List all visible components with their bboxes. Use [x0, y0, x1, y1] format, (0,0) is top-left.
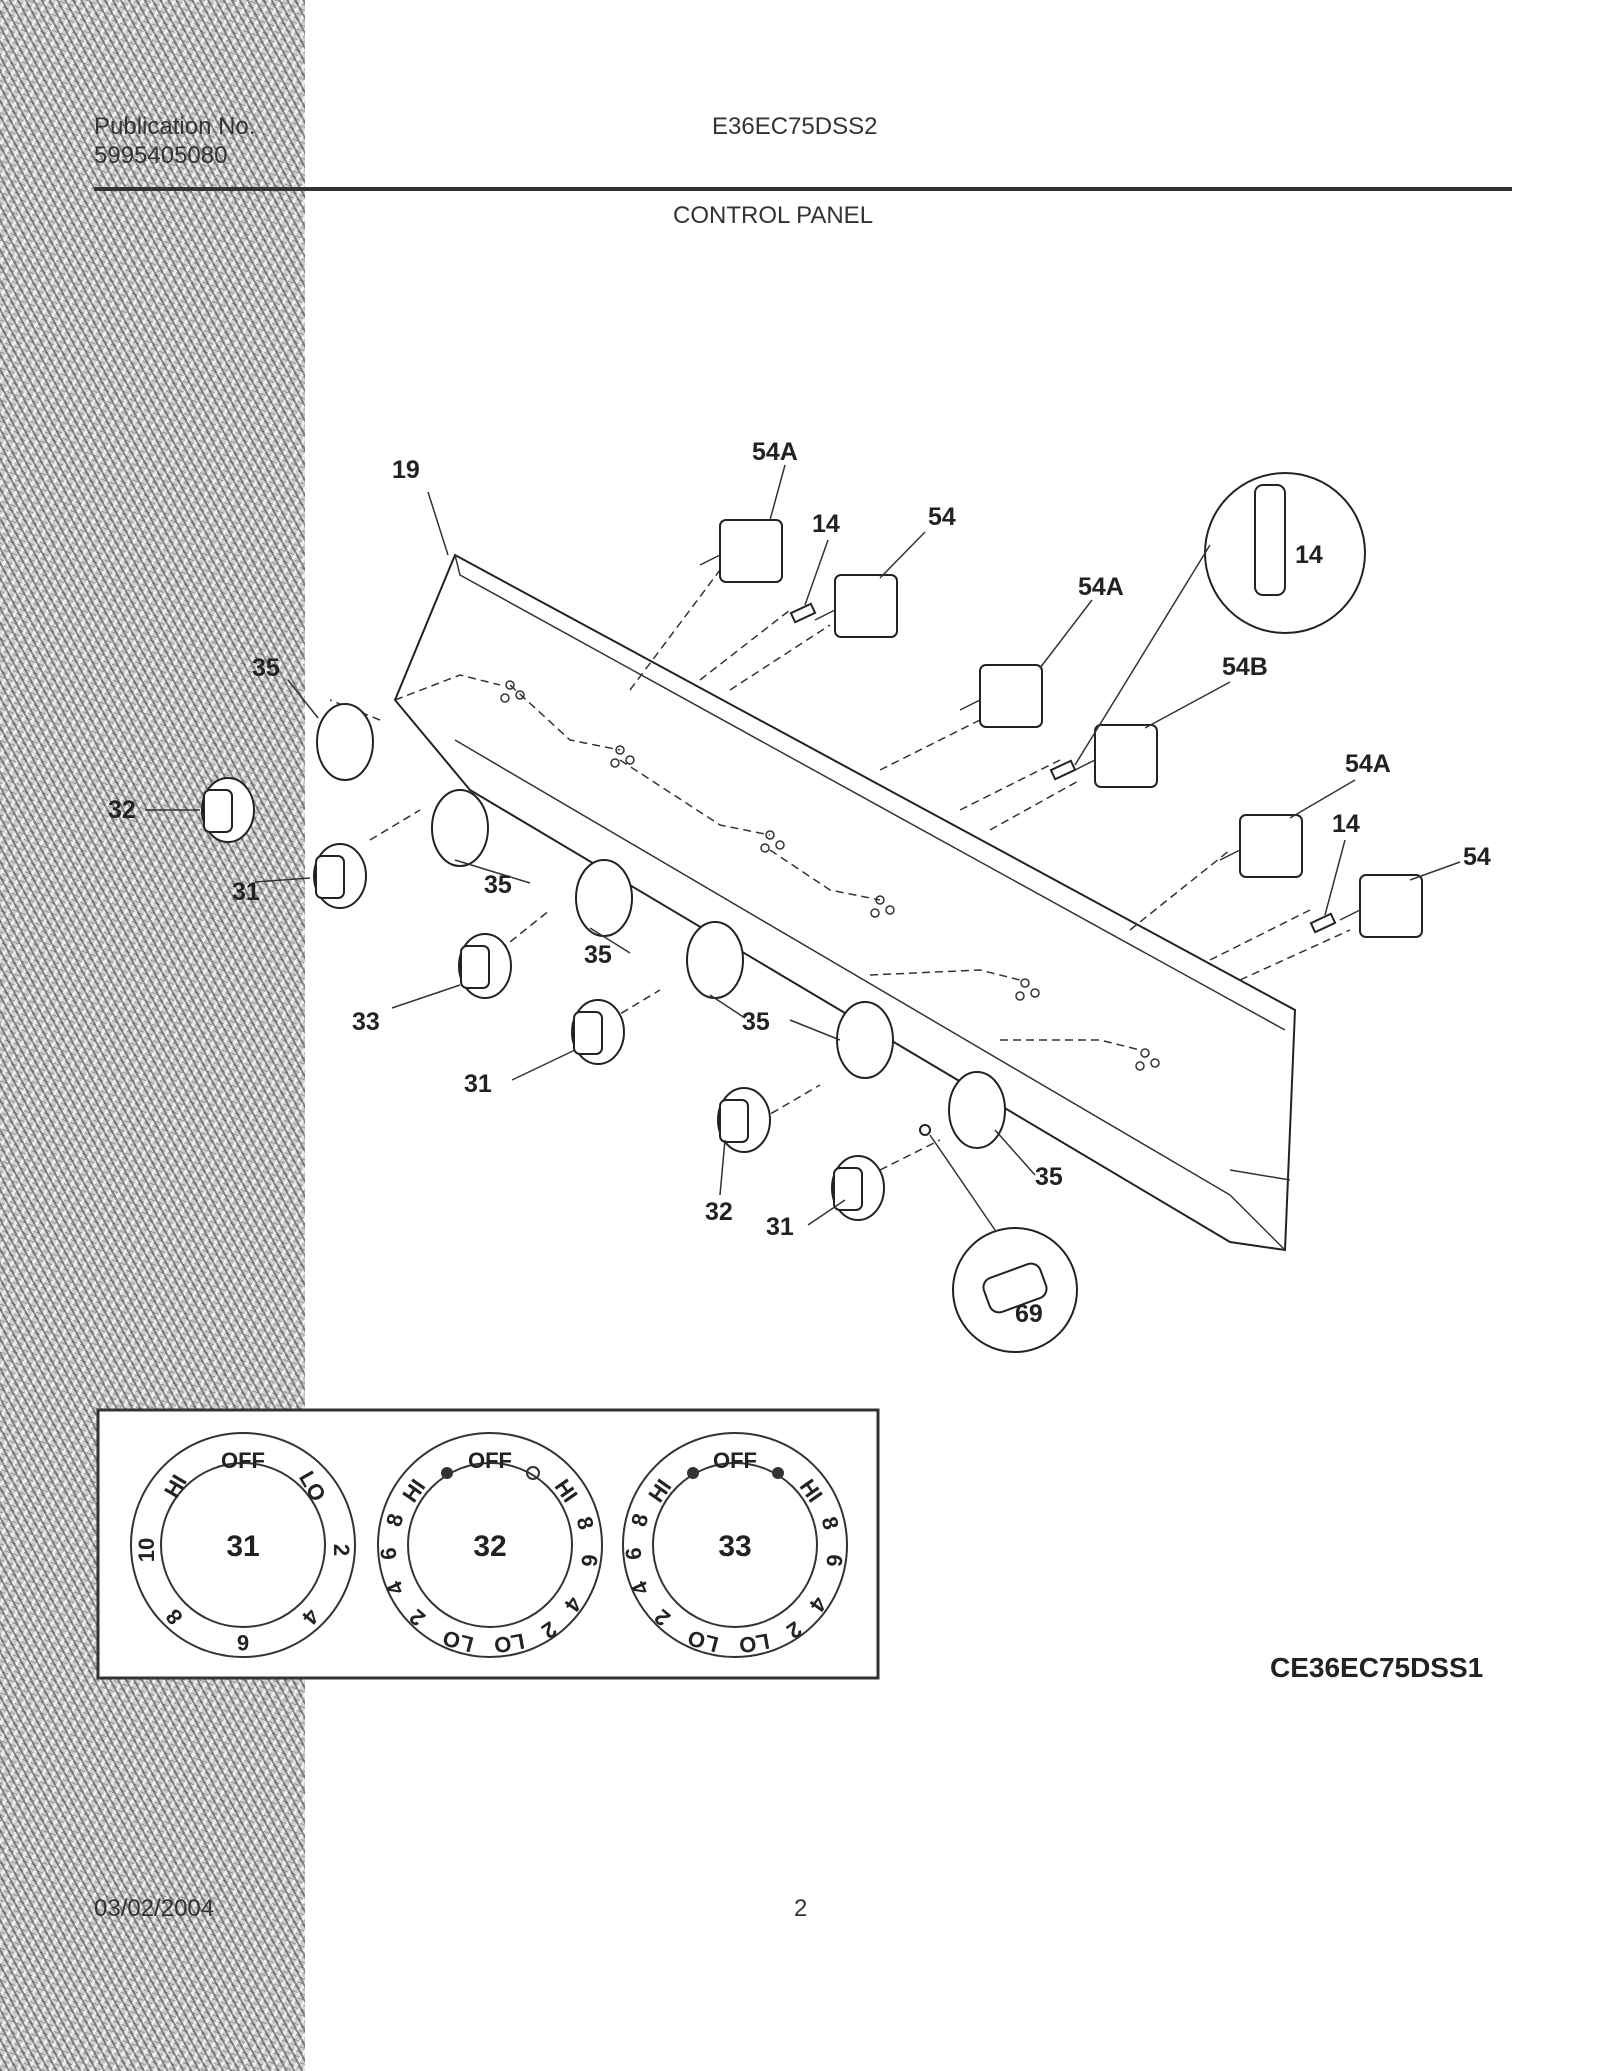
dial-31-mark: 2: [329, 1544, 354, 1556]
element-on-icon: [687, 1467, 699, 1479]
dial-32-mark: OFF: [468, 1448, 512, 1473]
publication-label: Publication No.: [94, 113, 256, 140]
switch-54a-top: [699, 519, 783, 583]
callout-19: 19: [392, 456, 420, 484]
callout-31-a: 31: [232, 878, 260, 906]
callout-35-e: 35: [1035, 1163, 1063, 1191]
bezels: [316, 703, 1006, 1149]
section-title: CONTROL PANEL: [673, 202, 874, 229]
callout-54a-lower: 54A: [1345, 750, 1391, 778]
mounting-lines: [329, 569, 1351, 1171]
callout-32-b: 32: [705, 1198, 733, 1226]
header-rule: [94, 187, 1512, 191]
dial-31: 31 HI OFF LO 2 4 6 8 10: [130, 1432, 356, 1658]
switch-54-lower: [1339, 874, 1423, 938]
screw-holes: [500, 680, 1160, 1071]
callout-31-b: 31: [464, 1070, 492, 1098]
callout-54a-top: 54A: [752, 438, 798, 466]
switch-54b: [1074, 724, 1158, 788]
callout-54a-middle: 54A: [1078, 573, 1124, 601]
callout-32-a: 32: [108, 796, 136, 824]
callout-54-top: 54: [928, 503, 956, 531]
callout-14-top: 14: [812, 510, 840, 538]
element-on-icon: [441, 1467, 453, 1479]
dial-33-mark: 6: [621, 1546, 647, 1560]
dial-detail-inset: 31 HI OFF LO 2 4 6 8 10 32 HI OFF HI 8 6…: [96, 1408, 880, 1680]
publication-number: 5995405080: [94, 142, 228, 169]
indicator-light-detail: [1074, 472, 1366, 766]
element-off-icon: [526, 1466, 540, 1480]
dial-31-mark: 10: [134, 1538, 159, 1562]
callout-35-c: 35: [584, 941, 612, 969]
dial-33: 33 HI OFF HI 8 6 4 2 LO LO 2 4 6 8: [621, 1432, 848, 1658]
dial-33-mark: 6: [821, 1553, 847, 1567]
diagram-code: CE36EC75DSS1: [1270, 1652, 1484, 1683]
leader-lines: [145, 464, 1461, 1226]
dial-32-mark: 6: [376, 1546, 402, 1560]
dial-32: 32 HI OFF HI 8 6 4 2 LO LO 2 4 6 8: [376, 1432, 603, 1658]
callout-14-lower: 14: [1332, 810, 1360, 838]
callout-35-b: 35: [484, 871, 512, 899]
indicator-lights: [789, 602, 1337, 934]
callout-54b: 54B: [1222, 653, 1268, 681]
page-texture-strip: [0, 0, 305, 2071]
knobs: [201, 777, 885, 1221]
dial-31-number: 31: [226, 1530, 259, 1563]
callout-14-detail: 14: [1295, 541, 1323, 569]
dial-31-mark: OFF: [221, 1448, 265, 1473]
dial-32-mark: 6: [576, 1553, 602, 1567]
switch-54-top: [814, 574, 898, 638]
page-number: 2: [794, 1895, 808, 1922]
callout-54-lower: 54: [1463, 843, 1491, 871]
model-number: E36EC75DSS2: [712, 113, 878, 140]
dial-33-number: 33: [718, 1530, 751, 1563]
dial-32-mark: LO: [492, 1628, 526, 1658]
dial-33-mark: OFF: [713, 1448, 757, 1473]
callout-labels: 19 54A 14 54 54A 54B 14 54A 14 54 35 32 …: [108, 438, 1491, 1328]
switch-54a-middle: [959, 664, 1043, 728]
callout-31-c: 31: [766, 1213, 794, 1241]
dial-33-mark: LO: [737, 1628, 771, 1658]
screw-detail: [919, 1124, 1078, 1353]
callout-35-a: 35: [252, 654, 280, 682]
footer-date: 03/02/2004: [94, 1895, 215, 1922]
dial-31-mark: 6: [237, 1630, 249, 1655]
control-panel-body: [393, 553, 1297, 1252]
element-on-icon: [772, 1467, 784, 1479]
dial-32-number: 32: [473, 1530, 506, 1563]
callout-69: 69: [1015, 1300, 1043, 1328]
callout-33: 33: [352, 1008, 380, 1036]
callout-35-d: 35: [742, 1008, 770, 1036]
switch-54a-lower: [1219, 814, 1303, 878]
